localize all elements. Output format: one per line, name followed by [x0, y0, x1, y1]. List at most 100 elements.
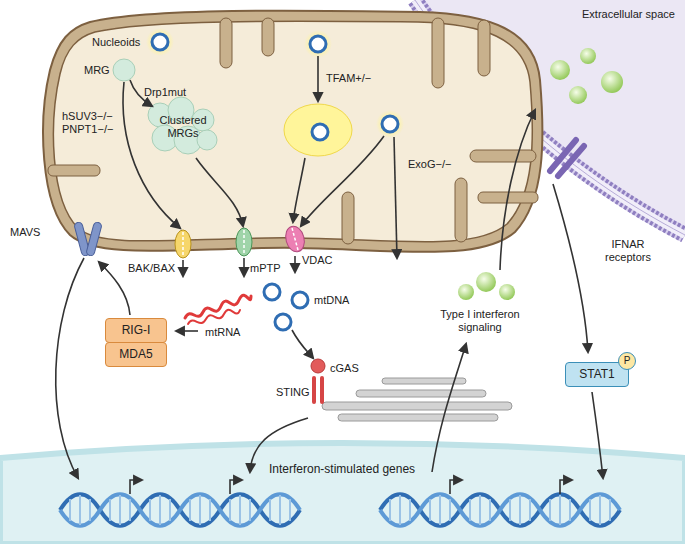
mtrna-strand [188, 310, 240, 324]
sting-protein [312, 376, 316, 404]
structure-label: MRG [84, 64, 110, 77]
receptor-label: IFNAR receptors [595, 238, 661, 264]
node-text: MDA5 [119, 347, 152, 361]
mptp-channel [236, 228, 252, 256]
mtrna-strand [185, 295, 251, 318]
nucleus [0, 443, 685, 544]
dna-base-pairs [70, 495, 290, 525]
mutation-label: hSUV3−/− [62, 110, 113, 123]
transcription-arrow [450, 480, 462, 494]
channel-label: mPTP [250, 262, 281, 275]
crista [470, 150, 536, 162]
nucleic-acid-label: mtDNA [314, 294, 349, 307]
crista [342, 192, 354, 244]
dna-strand [380, 494, 620, 526]
arrow [196, 158, 243, 226]
interferon-particle [601, 71, 623, 93]
nucleoid [382, 116, 398, 132]
arrow [293, 158, 305, 222]
interferon-particle [580, 48, 596, 64]
sensor-box: MDA5 [105, 342, 167, 367]
protein-label: STING [276, 386, 310, 399]
arrow [432, 344, 466, 472]
dna-strand [60, 494, 300, 526]
sensor-box: RIG-I [105, 318, 167, 343]
mutation-label: TFAM+/− [326, 72, 371, 85]
nucleoid [152, 34, 168, 50]
mtdna-circle [264, 284, 280, 300]
dna-strand [60, 494, 300, 526]
channel-pore [243, 230, 245, 254]
interferon-particle [569, 86, 587, 104]
vdac-channel [283, 224, 307, 254]
sting-protein [320, 376, 324, 404]
nucleoid [312, 124, 328, 140]
node-text: RIG-I [122, 323, 151, 337]
er-membrane [322, 402, 512, 410]
mitochondrion-outer [43, 11, 542, 252]
er-membrane [356, 390, 486, 397]
structure-label: Nucleoids [92, 36, 140, 49]
arrow [500, 110, 535, 270]
arrow [592, 392, 603, 478]
mutation-label: PNPT1−/− [62, 123, 113, 136]
crista [455, 178, 467, 242]
transcription-factor-box: STAT1P [565, 362, 629, 387]
crista [432, 18, 444, 88]
cgas-protein [311, 359, 325, 373]
interferon-particle [476, 272, 496, 292]
process-label: Interferon-stimulated genes [269, 462, 415, 476]
arrow [99, 262, 130, 315]
arrow [317, 56, 319, 101]
protein-label: MAVS [10, 226, 40, 239]
nucleoid [310, 36, 326, 52]
phosphate-circle: P [618, 352, 636, 370]
node-text: STAT1 [579, 367, 615, 381]
nucleoid-glow [376, 110, 404, 138]
arrow [394, 137, 397, 258]
arrow [553, 184, 588, 352]
transcription-arrow [130, 480, 142, 494]
arrow [294, 256, 296, 272]
process-label: Type I interferon signaling [424, 308, 536, 334]
transcription-arrow [560, 480, 572, 494]
channel-label: BAK/BAX [128, 262, 175, 275]
arrow [243, 258, 245, 276]
nucleic-acid-label: mtRNA [205, 326, 240, 339]
crista [48, 165, 100, 176]
mitochondrion-matrix [53, 21, 532, 242]
mrg-granule [113, 59, 135, 81]
arrow [182, 260, 184, 276]
nucleoid-glow [146, 28, 174, 56]
mrg-cluster [197, 130, 217, 150]
dna-base-pairs [390, 495, 610, 525]
er-membrane [338, 414, 498, 421]
arrow [292, 330, 313, 358]
channel-label: VDAC [302, 254, 333, 267]
mutation-label: ExoG−/− [408, 158, 451, 171]
mtdna-circle [275, 314, 291, 330]
interferon-particle [458, 284, 474, 300]
interferon-particle [550, 60, 570, 80]
crista [262, 18, 274, 56]
dna-strand [380, 494, 620, 526]
channel-pore [292, 228, 298, 250]
transcription-arrow [230, 480, 242, 494]
mtdna-circle [292, 292, 308, 308]
crista [478, 20, 490, 76]
structure-label: Clustered MRGs [152, 114, 214, 140]
interferon-particle [499, 284, 515, 300]
node-text: P [624, 355, 631, 367]
channel-pore [182, 232, 184, 256]
arrow-group [56, 56, 603, 494]
crista [220, 18, 232, 68]
mutation-label: Drp1mut [144, 86, 186, 99]
bak-bax-channel [175, 230, 191, 258]
protein-label: cGAS [330, 362, 359, 375]
enlarged-nucleoid-zone [284, 104, 352, 156]
arrow [56, 258, 84, 478]
mavs-protein [86, 222, 103, 257]
arrow [123, 82, 180, 228]
nucleoid-glow [304, 30, 332, 58]
